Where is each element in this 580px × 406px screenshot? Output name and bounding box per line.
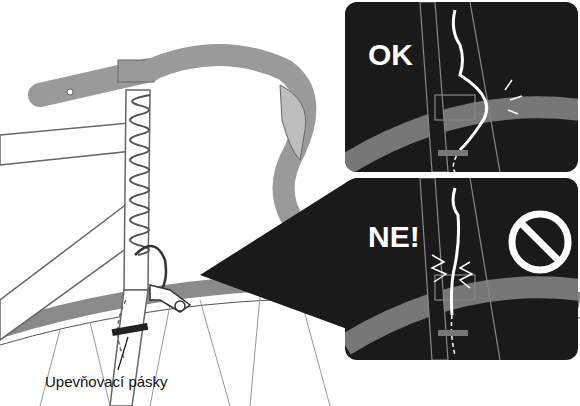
ok-label: OK [368,40,413,70]
leader-line [118,337,128,370]
cable-coil [130,95,150,255]
ng-label: NE! [368,222,420,252]
brake-caliper [150,285,190,312]
handlebar [40,55,306,215]
frame [0,90,150,406]
ok-detail [345,2,578,172]
fastening-band [112,323,149,336]
ng-detail [345,178,578,360]
prohibition-symbol [512,214,568,270]
callout-wedge [200,180,350,330]
part-label: Upevňovací pásky [45,374,168,391]
